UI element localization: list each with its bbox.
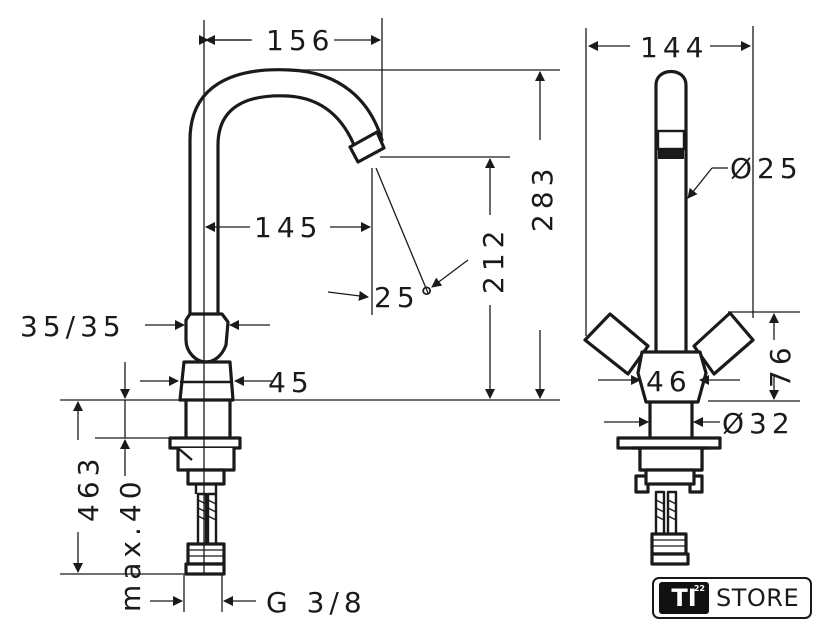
logo-mark-text: TI: [671, 584, 697, 612]
spout-outer: [188, 68, 384, 318]
body-front: [636, 350, 708, 404]
dim-total-height: 283: [526, 164, 559, 232]
dim-thread: G 3/8: [266, 586, 367, 619]
dim-max-thickness: max.40: [114, 476, 147, 612]
right-handle: [692, 311, 755, 376]
dim-angle: 25°: [374, 281, 439, 314]
dim-spout-diameter: Ø25: [730, 152, 803, 185]
dim-base-width-left: 45: [268, 366, 314, 399]
aerator: [348, 130, 386, 164]
dim-install-depth: 463: [72, 454, 105, 522]
dim-base-diameter: Ø32: [722, 407, 795, 440]
dim-spout-height: 212: [477, 226, 510, 294]
dim-base-width-right: 46: [646, 365, 692, 398]
logo-superscript: 22: [693, 584, 705, 593]
dim-handle-size: 35/35: [20, 310, 126, 343]
logo-mark: TI 22: [659, 582, 709, 614]
spout-front: [654, 70, 688, 354]
side-view: 156 145 35/35 45 283 212 25° 463 ma: [20, 18, 560, 619]
spout-inner: [216, 94, 358, 318]
left-handle: [583, 312, 650, 376]
dim-top-width-left: 156: [266, 24, 334, 57]
dim-top-width-right: 144: [640, 31, 708, 64]
lever-handle: [184, 312, 230, 364]
store-logo: TI 22 STORE: [652, 577, 812, 619]
base-neck: [184, 398, 232, 440]
logo-text: STORE: [716, 584, 800, 612]
front-view: 144 Ø25 76 46 Ø32: [583, 26, 803, 566]
base-plate: [168, 436, 242, 450]
dim-handle-height: 76: [764, 342, 797, 388]
dim-spout-reach: 145: [254, 211, 322, 244]
